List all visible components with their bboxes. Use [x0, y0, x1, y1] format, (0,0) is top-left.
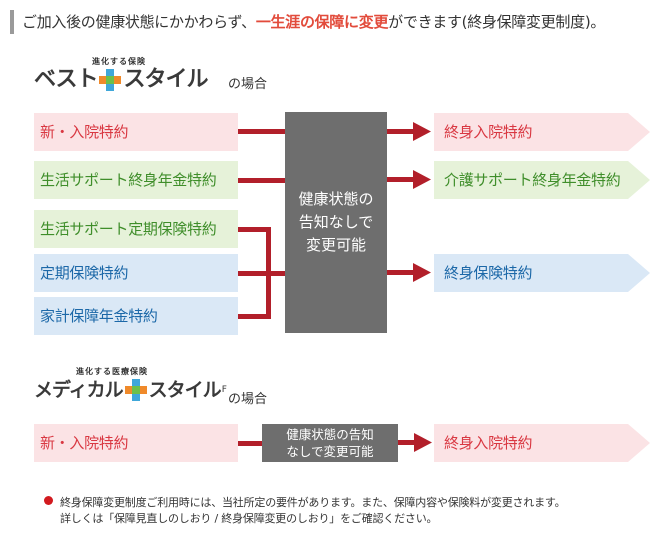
arrow-right-icon — [387, 170, 431, 189]
conversion-panel: 健康状態の 告知なしで 変更可能 — [285, 112, 387, 333]
result-shushin-nyuin: 終身入院特約 — [434, 424, 650, 462]
bracket-vertical-line — [266, 227, 271, 319]
panel-line: 健康状態の — [298, 190, 374, 208]
result-kaigo-shushin-nenkin: 介護サポート終身年金特約 — [434, 161, 650, 199]
arrow-right-icon — [398, 433, 432, 452]
logo-tagline: 進化する医療保険 — [76, 367, 148, 376]
connector-line — [238, 178, 285, 183]
footnote-line: 終身保障変更制度ご利用時には、当社所定の要件があります。また、保障内容や保険料が… — [60, 496, 566, 509]
bracket-line — [238, 314, 268, 319]
title-text-accent: 一生涯の保障に変更 — [255, 13, 389, 31]
logo-text-left: ベスト — [34, 67, 98, 92]
logo-text-right: スタイル — [123, 67, 208, 92]
logo-text-left: メディカル — [34, 379, 124, 401]
logo-text-right: スタイル — [148, 379, 222, 401]
rider-shin-nyuin: 新・入院特約 — [34, 424, 238, 462]
conversion-panel: 健康状態の告知 なしで変更可能 — [262, 424, 398, 462]
bracket-line — [238, 271, 285, 276]
connector-line — [238, 129, 285, 134]
rider-seikatsu-teiki-hoken: 生活サポート定期保険特約 — [34, 210, 238, 248]
panel-line: 告知なしで — [298, 213, 374, 231]
rider-teiki-hoken: 定期保険特約 — [34, 254, 238, 292]
rider-shin-nyuin: 新・入院特約 — [34, 113, 238, 151]
bracket-line — [238, 227, 268, 232]
rider-kakei-hosho-nenkin: 家計保障年金特約 — [34, 297, 238, 335]
case-label: の場合 — [228, 392, 268, 407]
plus-icon — [124, 379, 147, 401]
footnote: 終身保障変更制度ご利用時には、当社所定の要件があります。また、保障内容や保険料が… — [60, 495, 566, 527]
panel-line: 変更可能 — [305, 236, 366, 254]
logo-tagline: 進化する保険 — [92, 57, 146, 66]
arrow-right-icon — [387, 122, 431, 141]
bullet-icon — [44, 496, 53, 505]
title-text-before: ご加入後の健康状態にかかわらず、 — [22, 13, 256, 31]
header-accent-bar — [10, 10, 14, 34]
plus-icon — [99, 69, 122, 91]
registered-mark: F — [221, 385, 227, 395]
case-label: の場合 — [228, 77, 268, 92]
panel-line: なしで変更可能 — [286, 444, 374, 459]
result-shushin-hoken: 終身保険特約 — [434, 254, 650, 292]
connector-line — [238, 441, 262, 446]
panel-line: 健康状態の告知 — [286, 427, 374, 442]
best-style-logo: 進化する保険 ベスト スタイル — [34, 56, 208, 93]
title-text-after: ができます(終身保障変更制度)。 — [388, 13, 606, 31]
footnote-line: 詳しくは「保障見直しのしおり / 終身保障変更のしおり」をご確認ください。 — [60, 512, 438, 525]
medical-style-logo: 進化する医療保険 メディカル スタイル F — [34, 366, 227, 403]
page-title: ご加入後の健康状態にかかわらず、一生涯の保障に変更ができます(終身保障変更制度)… — [22, 10, 605, 34]
rider-seikatsu-shushin-nenkin: 生活サポート終身年金特約 — [34, 161, 238, 199]
result-shushin-nyuin: 終身入院特約 — [434, 113, 650, 151]
arrow-right-icon — [387, 263, 431, 282]
